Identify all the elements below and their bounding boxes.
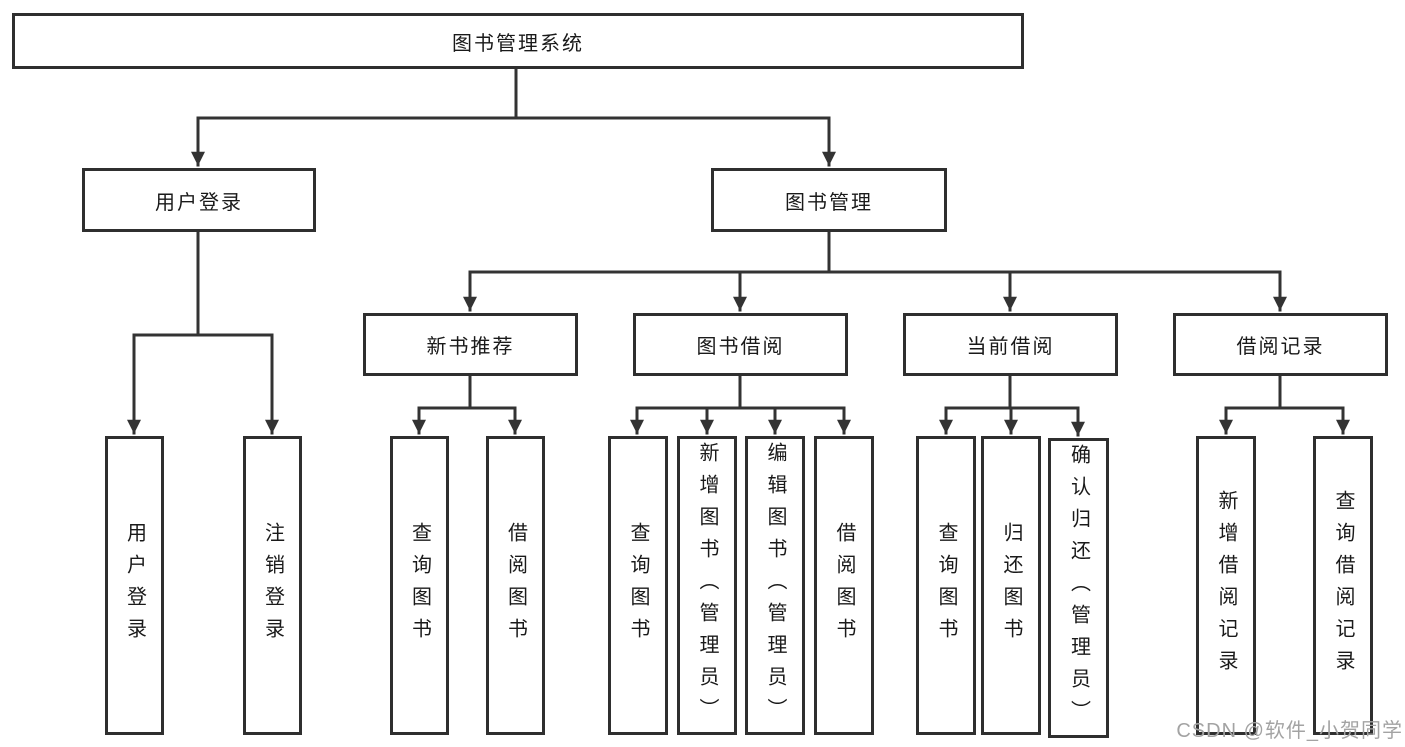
leaf-newbook-query-books-label: 查询图书	[408, 521, 431, 650]
root-node-label: 图书管理系统	[452, 32, 584, 55]
connector-group	[127, 67, 1350, 437]
node-book-borrow: 图书借阅	[633, 313, 848, 376]
node-user-login: 用户登录	[82, 168, 316, 232]
leaf-borrow-query-books-label: 查询图书	[627, 521, 649, 650]
leaf-confirm-return-admin: 确认归还（管理员）	[1048, 438, 1109, 738]
leaf-borrow-query-books: 查询图书	[608, 436, 668, 735]
leaf-add-book-admin-label: 新增图书（管理员）	[696, 441, 718, 730]
leaf-add-book-admin: 新增图书（管理员）	[677, 436, 737, 735]
leaf-add-borrow-record-label: 新增借阅记录	[1215, 489, 1237, 682]
node-user-login-label: 用户登录	[155, 191, 243, 214]
node-book-borrow-label: 图书借阅	[696, 336, 785, 358]
leaf-borrow-books-label: 借阅图书	[833, 521, 855, 650]
leaf-current-query-books: 查询图书	[916, 436, 976, 735]
leaf-return-book-label: 归还图书	[1000, 521, 1022, 650]
leaf-add-borrow-record: 新增借阅记录	[1196, 436, 1256, 735]
node-book-management-label: 图书管理	[785, 191, 873, 214]
node-borrow-records-label: 借阅记录	[1236, 336, 1325, 358]
leaf-newbook-query-books: 查询图书	[390, 436, 449, 735]
leaf-current-query-books-label: 查询图书	[935, 521, 957, 650]
node-current-borrow-label: 当前借阅	[966, 336, 1055, 358]
leaf-edit-book-admin-label: 编辑图书（管理员）	[764, 441, 786, 730]
node-new-book-recommend: 新书推荐	[363, 313, 578, 376]
root-node: 图书管理系统	[12, 13, 1024, 69]
csdn-watermark: CSDN @软件_小贺同学	[1176, 720, 1403, 742]
leaf-logout-login: 注销登录	[243, 436, 302, 735]
leaf-query-borrow-record-label: 查询借阅记录	[1332, 489, 1354, 682]
leaf-edit-book-admin: 编辑图书（管理员）	[745, 436, 805, 735]
leaf-user-login-label: 用户登录	[123, 521, 146, 650]
leaf-logout-login-label: 注销登录	[261, 521, 284, 650]
leaf-newbook-borrow-books-label: 借阅图书	[504, 521, 527, 650]
node-book-management: 图书管理	[711, 168, 947, 232]
leaf-borrow-books: 借阅图书	[814, 436, 874, 735]
leaf-return-book: 归还图书	[981, 436, 1041, 735]
node-new-book-recommend-label: 新书推荐	[426, 336, 515, 358]
leaf-confirm-return-admin-label: 确认归还（管理员）	[1067, 444, 1090, 732]
leaf-user-login: 用户登录	[105, 436, 164, 735]
node-borrow-records: 借阅记录	[1173, 313, 1388, 376]
leaf-newbook-borrow-books: 借阅图书	[486, 436, 545, 735]
leaf-query-borrow-record: 查询借阅记录	[1313, 436, 1373, 735]
node-current-borrow: 当前借阅	[903, 313, 1118, 376]
